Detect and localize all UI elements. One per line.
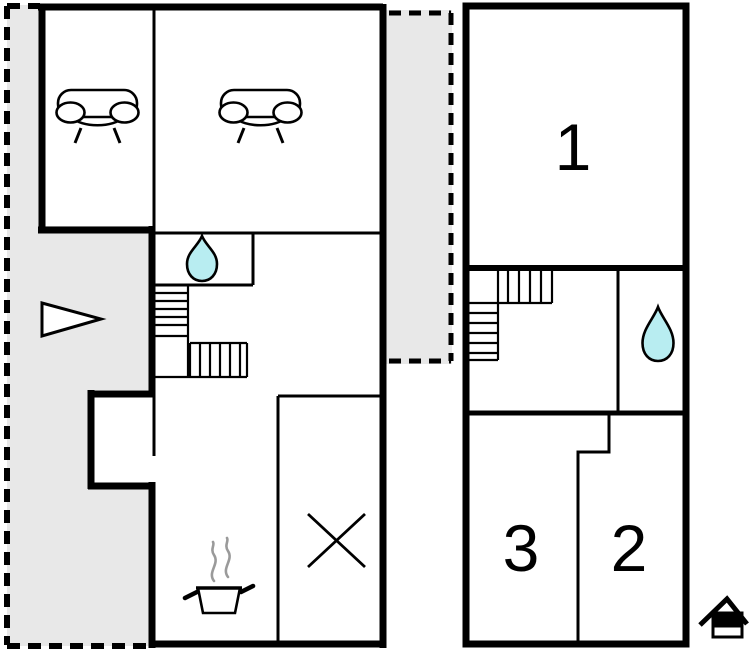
upper-floor-plan: 1 3 2 bbox=[462, 2, 690, 648]
terrace-middle-dashed-border bbox=[389, 10, 454, 364]
room-label-3: 3 bbox=[503, 511, 540, 585]
staircase-treads bbox=[152, 285, 249, 379]
ground-floor-inner-walls bbox=[152, 7, 381, 643]
cross-marker-icon bbox=[307, 512, 366, 569]
water-drop-icon bbox=[185, 232, 219, 283]
home-icon bbox=[698, 595, 749, 639]
terrace-middle-area bbox=[386, 10, 452, 364]
cooking-pot-icon bbox=[182, 536, 256, 615]
upper-floor-outer-walls bbox=[462, 2, 690, 648]
room-label-1: 1 bbox=[555, 110, 592, 184]
terrace-middle bbox=[386, 10, 454, 364]
upper-floor-partitions bbox=[576, 268, 620, 641]
water-drop-icon bbox=[641, 303, 675, 363]
room-label-2: 2 bbox=[611, 511, 648, 585]
staircase bbox=[152, 285, 249, 379]
staircase-treads bbox=[466, 268, 554, 362]
staircase bbox=[466, 268, 554, 362]
entrance-arrow-icon bbox=[40, 301, 107, 338]
terrace-left-dashed-border bbox=[4, 3, 153, 649]
sofa-icon bbox=[218, 88, 303, 144]
steam-lines bbox=[210, 536, 231, 583]
ground-floor-plan bbox=[38, 3, 387, 648]
sofa-icon bbox=[55, 88, 140, 144]
